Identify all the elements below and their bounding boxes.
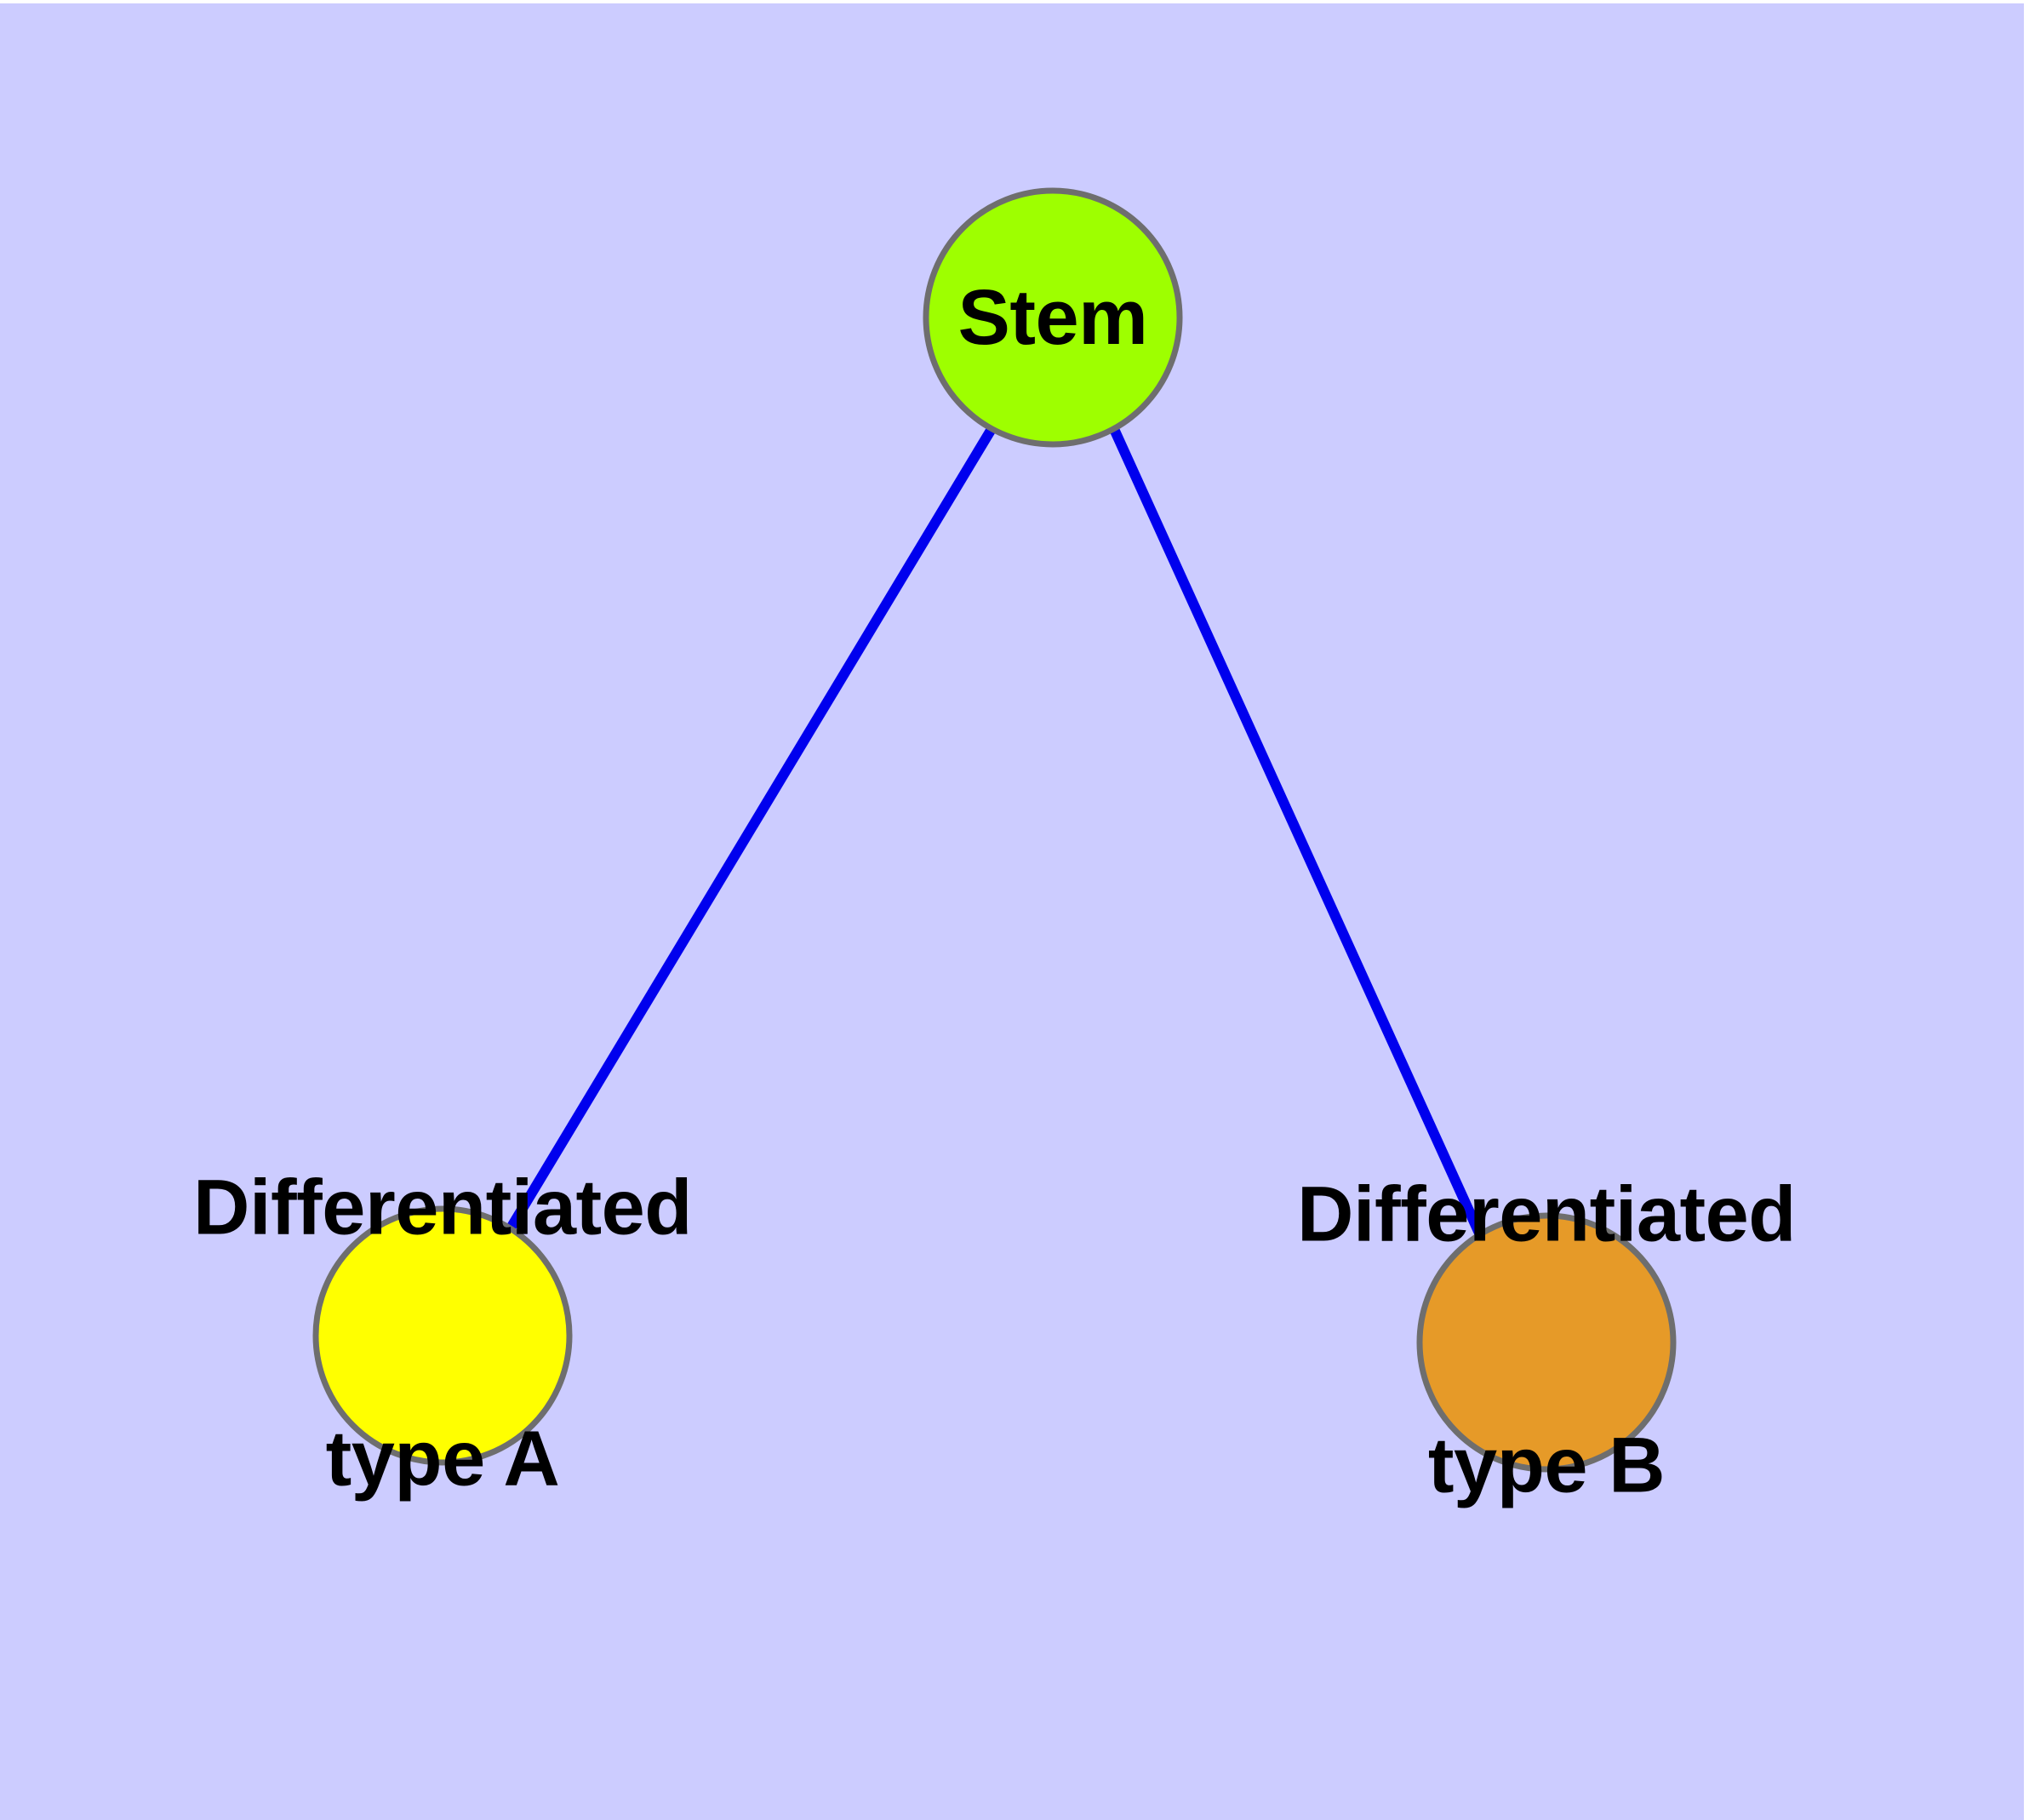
node-differentiated-type-a[interactable] [312,1205,573,1466]
node-layer [312,187,1677,1473]
node-differentiated-type-b[interactable] [1416,1212,1677,1473]
node-stem[interactable] [923,187,1183,448]
edge-stem-to-differentiated-type-a[interactable] [499,426,997,1243]
edge-stem-to-differentiated-type-b[interactable] [1109,426,1490,1249]
edge-layer [499,426,1490,1249]
graph-svg [312,187,1677,1473]
diagram-plot-area: Stem Differentiated type A Differentiate… [0,3,2024,1820]
